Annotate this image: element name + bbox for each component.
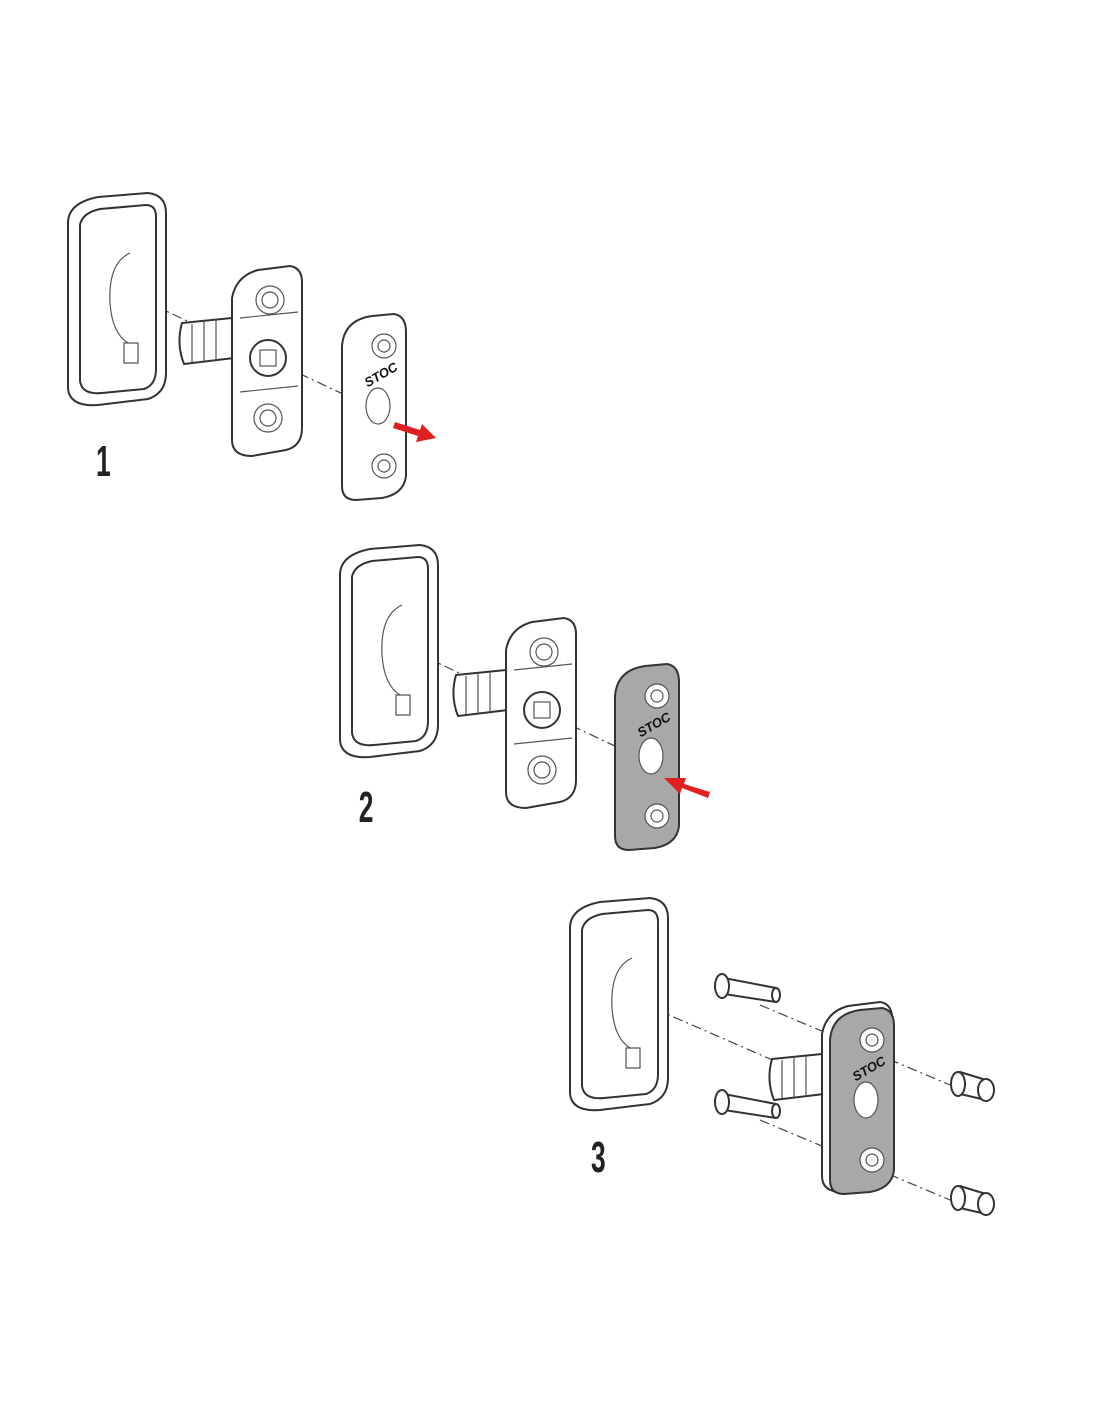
housing xyxy=(67,192,167,407)
arrow-out-icon xyxy=(393,422,436,442)
cap-bottom xyxy=(950,1185,995,1216)
cover-plate: STOC xyxy=(341,313,407,501)
mechanism xyxy=(178,265,303,457)
step-number: 3 xyxy=(591,1132,606,1182)
step-3: STOC 3 xyxy=(569,897,995,1216)
arrow-in-icon xyxy=(664,778,710,798)
cover-plate-assembled: STOC xyxy=(829,1007,895,1195)
cap-top xyxy=(950,1071,995,1102)
housing xyxy=(569,897,669,1112)
housing xyxy=(339,544,439,759)
step-number: 2 xyxy=(359,782,374,832)
step-2: STOC 2 xyxy=(339,544,710,851)
step-number: 1 xyxy=(96,436,111,486)
mechanism xyxy=(452,617,577,809)
cover-plate-highlighted: STOC xyxy=(614,663,680,851)
screw-bottom xyxy=(714,1089,781,1119)
screw-top xyxy=(714,973,781,1003)
step-1: STOC 1 xyxy=(67,192,436,501)
